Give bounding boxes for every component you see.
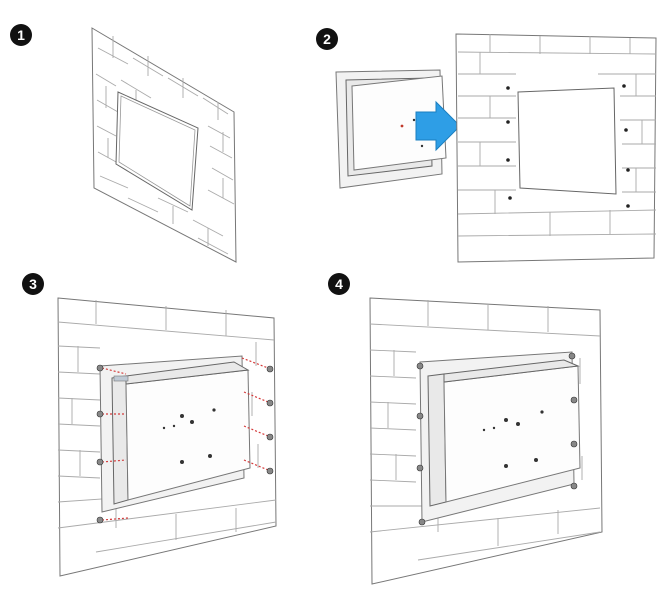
step-2-badge: 2 xyxy=(316,28,338,50)
step-3-badge: 3 xyxy=(22,273,44,295)
step-4-badge: 4 xyxy=(328,273,350,295)
panel-pc-chassis-side xyxy=(111,375,129,505)
wall-cutout xyxy=(115,91,199,211)
step-4-installed xyxy=(369,297,603,585)
brick-pattern xyxy=(369,300,601,561)
step-2-device-insert xyxy=(335,33,657,263)
wall-cutout xyxy=(517,87,617,195)
screw-guides xyxy=(101,357,269,521)
screw-icon xyxy=(96,364,274,524)
step-3-screw-fixing xyxy=(57,297,277,577)
brick-pattern xyxy=(457,34,657,237)
screw-icon xyxy=(416,352,578,526)
step-1-wall-cutout xyxy=(91,27,237,263)
step-1-badge: 1 xyxy=(10,24,32,46)
panel-pc-chassis-side xyxy=(427,373,447,507)
panel-pc-device xyxy=(335,69,447,189)
arrow-right-icon xyxy=(415,100,461,152)
